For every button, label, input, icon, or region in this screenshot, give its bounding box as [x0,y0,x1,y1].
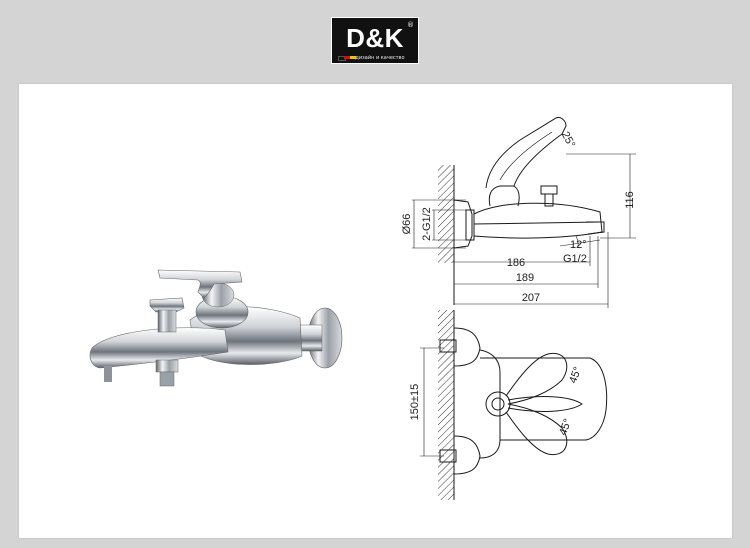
faucet-photo [89,269,343,387]
brand-tagline: дизайн и качество [355,55,405,61]
height-116-label: 116 [624,191,636,209]
brand-logo: ® D&K дизайн и качество [331,17,419,64]
diameter-label: Ø66 [401,214,413,235]
product-sheet [19,84,732,538]
flag-stripe-red [344,56,350,59]
thread-pair-label: 2-G1/2 [421,207,433,241]
registered-mark: ® [407,21,414,29]
thread-outlet-label: G1/2 [563,253,587,265]
length-207-label: 207 [522,292,540,304]
top-view-drawing [420,310,608,500]
length-186-label: 186 [507,257,525,269]
length-189-label: 189 [516,272,534,284]
angle-lower-label: 45° [557,417,574,437]
side-view-drawing [412,117,636,308]
angle-spout-label: 12° [570,239,587,251]
brand-name: D&K [346,23,404,53]
angle-top-label: 25° [559,130,577,150]
angle-upper-label: 45° [567,365,584,385]
center-distance-label: 150±15 [409,384,421,421]
flag-stripe-yellow [350,56,356,59]
